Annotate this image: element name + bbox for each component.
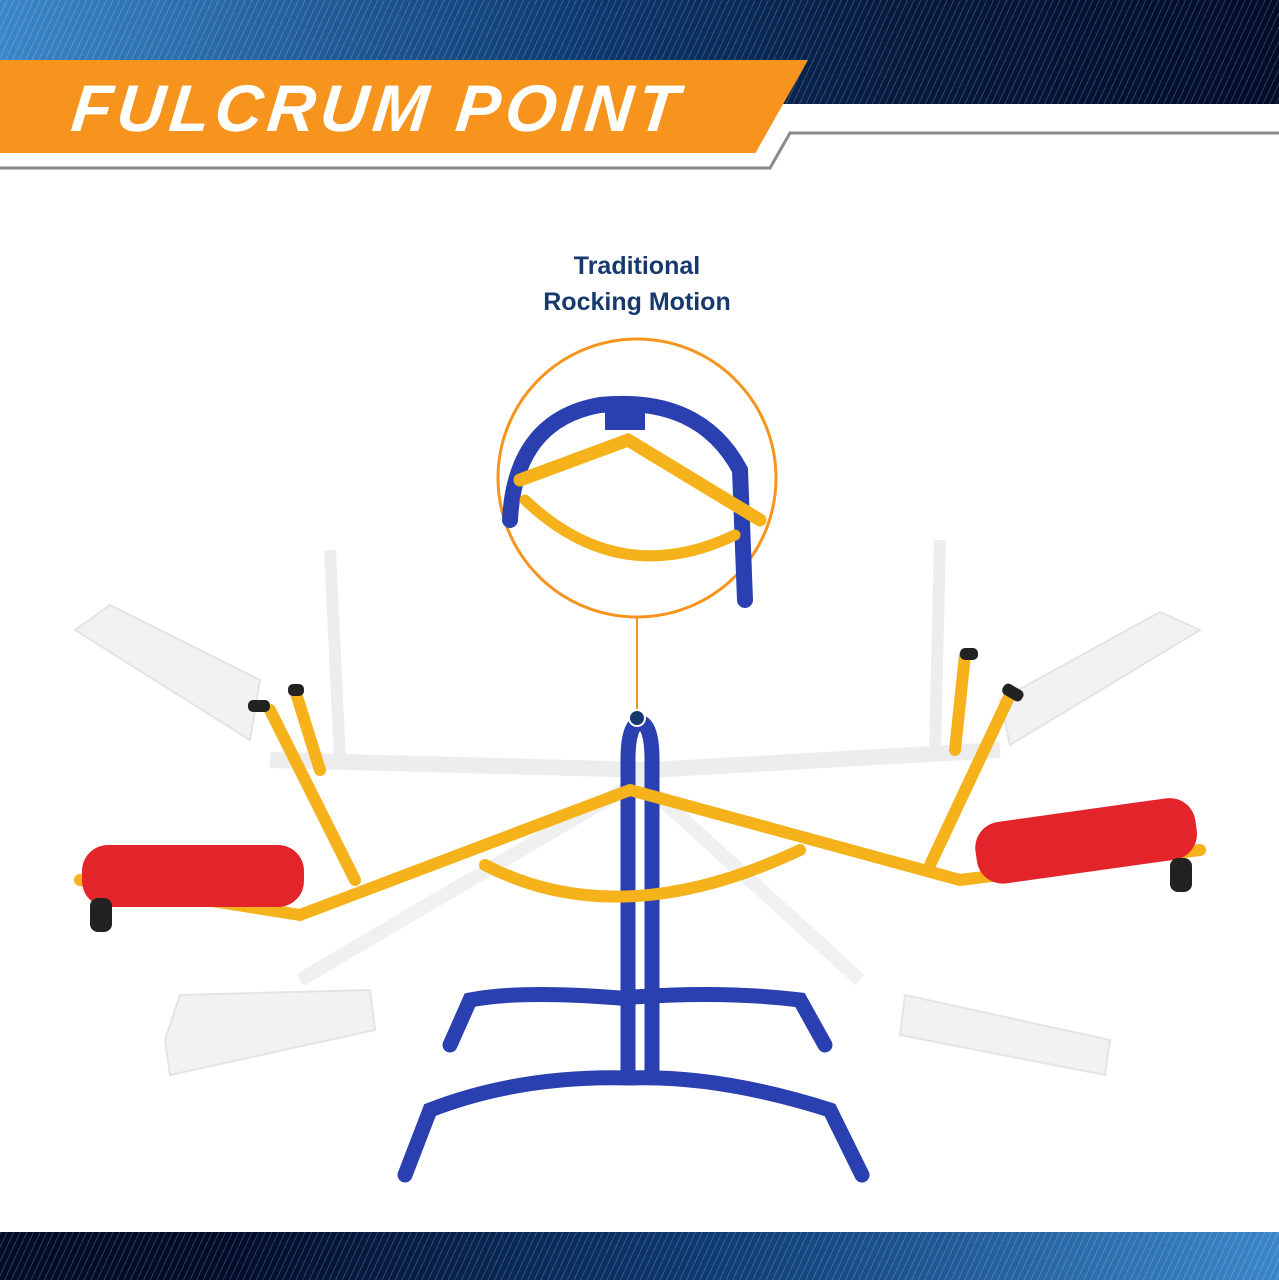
callout-label-line2: Rocking Motion (543, 288, 731, 316)
seat-left (82, 845, 304, 907)
pivot-point-marker (628, 709, 646, 727)
zoomed-pivot-detail (502, 395, 767, 608)
header-divider-line (0, 131, 1279, 170)
header-divider-area (780, 104, 1279, 134)
callout-label-line1: Traditional (573, 252, 701, 280)
footer-stripe-band (0, 1232, 1279, 1280)
seat-bumpers (90, 648, 1192, 932)
ghost-seesaw (73, 539, 1203, 1077)
title-banner (0, 60, 808, 153)
seat-right (975, 798, 1197, 884)
